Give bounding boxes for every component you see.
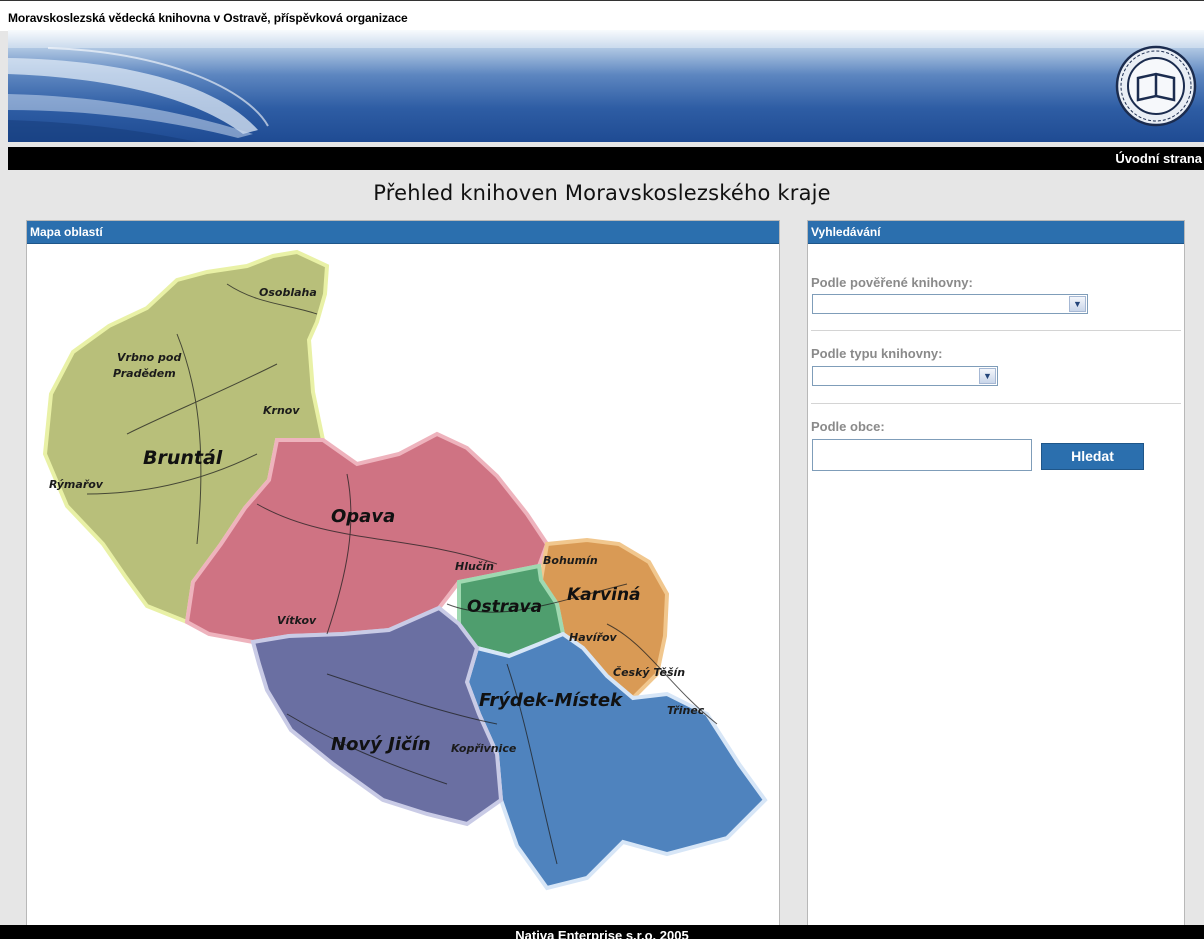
town-vrbno-line1: Vrbno pod xyxy=(117,351,181,364)
region-map: Bruntál Opava Ostrava Karviná Frýdek-Mís… xyxy=(27,244,779,932)
map-panel-heading: Mapa oblastí xyxy=(27,221,779,244)
nav-bar: Úvodní strana xyxy=(8,147,1204,170)
town-krnov: Krnov xyxy=(263,404,300,417)
search-button[interactable]: Hledat xyxy=(1041,443,1144,470)
town-vrbno-line2: Pradědem xyxy=(113,367,176,380)
banner-swoosh-graphic xyxy=(8,30,1204,142)
label-frydek-mistek: Frýdek-Místek xyxy=(479,690,623,711)
library-filter-label: Podle pověřené knihovny: xyxy=(811,275,973,290)
label-bruntal: Bruntál xyxy=(143,447,223,469)
label-ostrava: Ostrava xyxy=(467,597,542,617)
search-panel: Vyhledávání Podle pověřené knihovny: ▼ P… xyxy=(807,220,1185,929)
town-osoblaha: Osoblaha xyxy=(259,286,317,299)
label-opava: Opava xyxy=(331,506,395,527)
town-hlucin: Hlučín xyxy=(455,560,494,573)
town-vitkov: Vítkov xyxy=(277,614,317,627)
home-link[interactable]: Úvodní strana xyxy=(1115,151,1202,166)
library-seal-icon xyxy=(1114,44,1198,128)
type-select[interactable]: ▼ xyxy=(812,366,998,386)
region-opava[interactable] xyxy=(184,431,550,645)
label-novy-jicin: Nový Jičín xyxy=(331,734,431,755)
town-rymarov: Rýmařov xyxy=(49,478,104,491)
footer: Nativa Enterprise s.r.o. 2005 xyxy=(0,925,1204,939)
divider xyxy=(811,330,1181,331)
label-karvina: Karviná xyxy=(567,585,641,605)
town-trinec: Třinec xyxy=(667,704,705,717)
chevron-down-icon[interactable]: ▼ xyxy=(1069,296,1086,312)
top-bar: Moravskoslezská vědecká knihovna v Ostra… xyxy=(0,0,1204,31)
library-select[interactable]: ▼ xyxy=(812,294,1088,314)
town-input[interactable] xyxy=(812,439,1032,471)
region-bruntal[interactable] xyxy=(42,249,330,625)
footer-text: Nativa Enterprise s.r.o. 2005 xyxy=(515,928,689,939)
map-panel: Mapa oblastí xyxy=(26,220,780,933)
divider xyxy=(811,403,1181,404)
town-cesky-tesin: Český Těšín xyxy=(613,665,685,679)
type-filter-label: Podle typu knihovny: xyxy=(811,346,943,361)
region-novy-jicin[interactable] xyxy=(250,605,504,827)
search-panel-heading: Vyhledávání xyxy=(808,221,1184,244)
chevron-down-icon[interactable]: ▼ xyxy=(979,368,996,384)
town-havirov: Havířov xyxy=(569,631,618,644)
town-koprivnice: Kopřivnice xyxy=(451,742,517,755)
page-title: Přehled knihoven Moravskoslezského kraje xyxy=(373,181,831,205)
header-banner xyxy=(8,30,1204,142)
town-bohumin: Bohumín xyxy=(543,554,598,567)
town-filter-label: Podle obce: xyxy=(811,419,885,434)
organization-name: Moravskoslezská vědecká knihovna v Ostra… xyxy=(8,11,408,25)
